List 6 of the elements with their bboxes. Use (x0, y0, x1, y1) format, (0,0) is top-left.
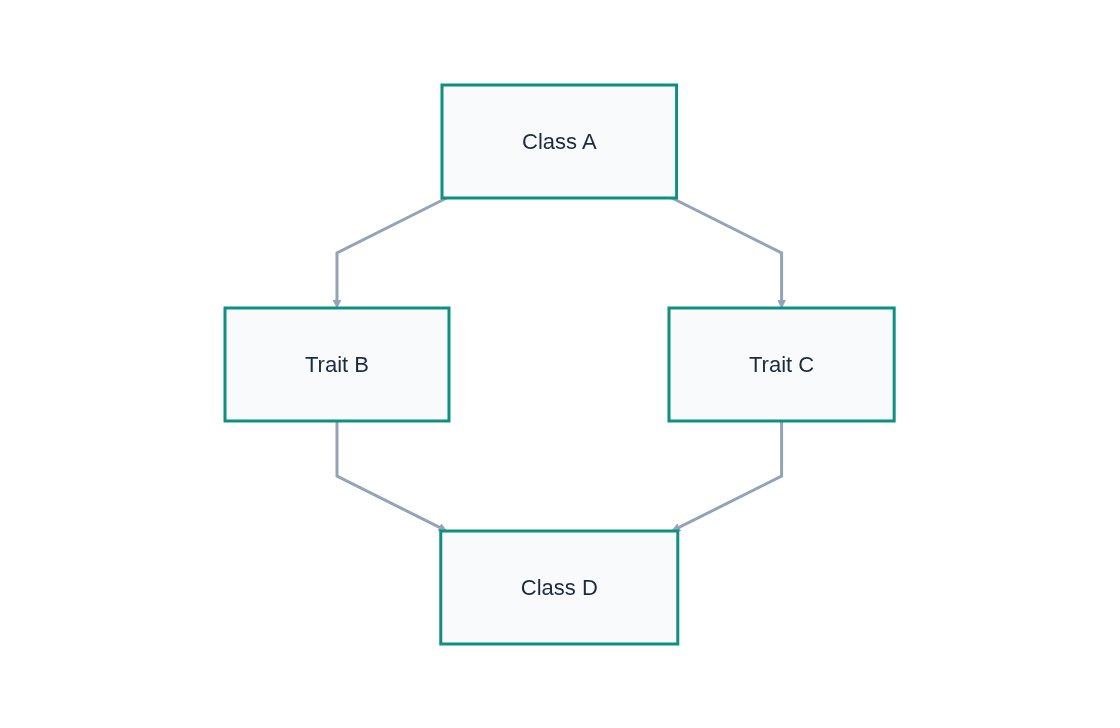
node-box: Trait B (223, 306, 451, 422)
arrow (671, 420, 784, 531)
node-box: Class A (440, 83, 679, 199)
node-box: Class D (439, 529, 680, 645)
node-box: Trait C (667, 306, 897, 422)
arrow (335, 420, 448, 531)
